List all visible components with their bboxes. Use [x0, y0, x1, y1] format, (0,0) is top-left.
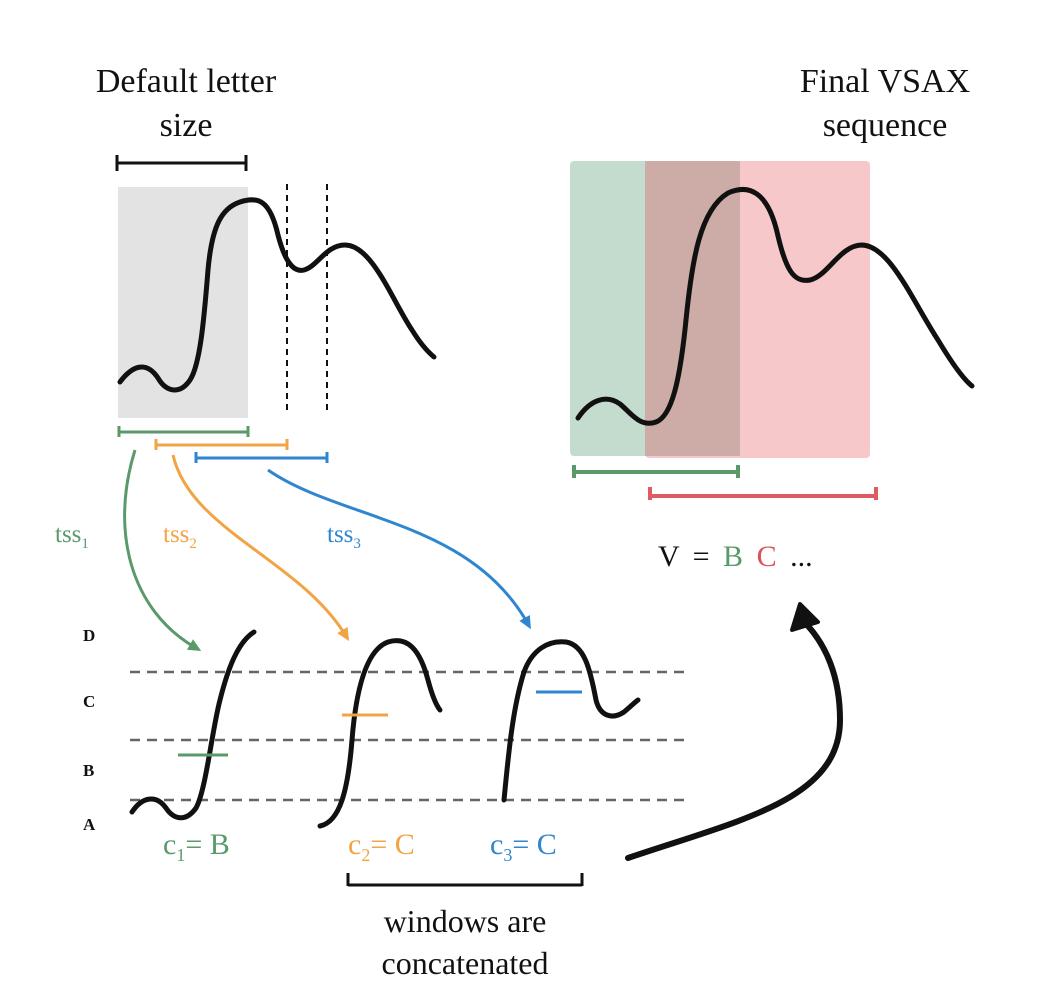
window-2-curve — [317, 638, 443, 829]
assignment-value: = C — [370, 828, 415, 861]
vsax-symbol: V — [658, 540, 680, 573]
tss-1-label: tss1 — [55, 522, 89, 552]
final-time-series-curve — [575, 187, 975, 426]
assignment-2: c2= C — [348, 828, 415, 865]
final-window-overlap — [645, 161, 740, 456]
title-line: Default letter — [95, 63, 277, 100]
final-green-bracket — [572, 465, 740, 478]
level-label-b: B — [83, 761, 95, 780]
vsax-letter: C — [756, 540, 777, 573]
tss-name: tss — [55, 521, 82, 548]
tss-2-arrow — [171, 454, 350, 642]
tss-name: tss — [163, 521, 190, 548]
result-arrow — [625, 623, 844, 861]
tss-index: 2 — [189, 536, 197, 552]
assignment-value: = C — [512, 828, 557, 861]
tss-2-bracket — [154, 439, 289, 450]
tss-index: 3 — [353, 536, 361, 552]
level-label-d: D — [83, 626, 96, 645]
tss-3-arrow — [267, 468, 531, 630]
caption-line: windows are — [383, 903, 547, 939]
title-line: Final VSAX — [799, 63, 971, 100]
tss-1-bracket — [117, 426, 250, 437]
vsax-sequence: V = B C ... — [658, 542, 813, 572]
assignment-var: c — [490, 828, 504, 861]
level-label-c: C — [83, 692, 96, 711]
tss-index: 1 — [81, 536, 89, 552]
assignment-var: c — [163, 828, 177, 861]
tss-name: tss — [327, 521, 354, 548]
tss-1-arrow — [123, 449, 202, 651]
tss-3-bracket — [194, 452, 329, 463]
level-label-a: A — [83, 815, 96, 834]
concat-bracket — [346, 873, 584, 887]
assignment-3: c3= C — [490, 828, 557, 865]
title-line: size — [159, 107, 213, 144]
vsax-equals: = — [692, 540, 710, 573]
tss-3-label: tss3 — [327, 522, 361, 552]
vsax-letter: B — [723, 540, 744, 573]
default-window-shade — [118, 187, 248, 418]
concat-caption: windows are concatenated — [345, 900, 585, 984]
assignment-index: 1 — [176, 845, 186, 865]
assignment-index: 2 — [361, 845, 371, 865]
assignment-1: c1= B — [163, 828, 230, 865]
caption-line: concatenated — [381, 945, 549, 981]
window-1-curve — [129, 629, 257, 821]
final-red-bracket — [648, 487, 878, 500]
assignment-index: 3 — [503, 845, 513, 865]
letter-size-bracket — [115, 155, 248, 171]
window-3-curve — [501, 639, 641, 803]
time-series-curve — [117, 197, 437, 393]
assignment-var: c — [348, 828, 362, 861]
title-line: sequence — [822, 107, 948, 144]
final-vsax-title: Final VSAX sequence — [765, 60, 1005, 148]
tss-2-label: tss2 — [163, 522, 197, 552]
result-arrowhead — [790, 602, 820, 632]
vsax-ellipsis: ... — [790, 540, 813, 573]
assignment-value: = B — [185, 828, 230, 861]
default-letter-size-title: Default letter size — [66, 60, 306, 148]
